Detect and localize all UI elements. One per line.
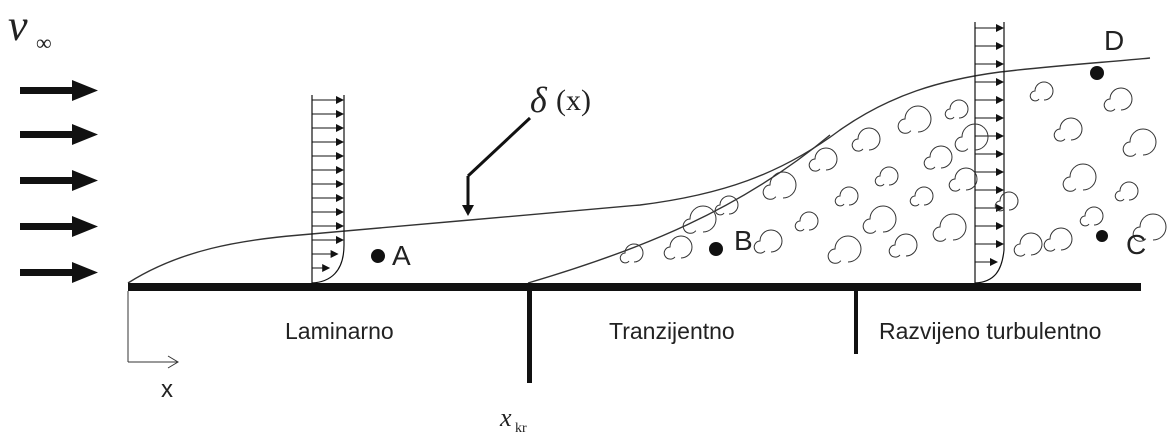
arrow-right-icon xyxy=(20,124,98,145)
region-label-laminar: Laminarno xyxy=(285,318,394,344)
free-stream-velocity-label: v xyxy=(8,1,28,50)
profile-arrow-head xyxy=(336,166,344,174)
profile-arrow-head xyxy=(336,124,344,132)
eddy-swirl-icon xyxy=(932,213,967,242)
profile-arrow-head xyxy=(996,132,1004,140)
delta-pointer xyxy=(462,116,532,216)
x-critical-label: x xyxy=(499,403,512,432)
eddy-swirl-icon xyxy=(753,229,783,254)
eddy-swirl-icon xyxy=(794,211,819,232)
free-stream-velocity-subscript: ∞ xyxy=(36,30,52,55)
eddy-swirl-icon xyxy=(851,127,881,152)
eddy-swirl-icon xyxy=(1062,163,1097,192)
profile-arrow-head xyxy=(322,264,331,272)
profile-arrow-head xyxy=(996,24,1004,32)
free-stream-arrows xyxy=(20,80,98,283)
region-label-turbulent: Razvijeno turbulentno xyxy=(879,318,1101,344)
arrow-right-icon xyxy=(20,170,98,191)
eddy-swirl-icon xyxy=(619,243,644,264)
eddy-swirl-icon xyxy=(994,191,1019,212)
x-axis-label: x xyxy=(161,376,173,403)
eddy-swirl-icon xyxy=(808,147,838,172)
delta-label-arg: (x) xyxy=(556,84,591,117)
eddy-swirl-icon xyxy=(874,166,899,187)
profile-arrow-head xyxy=(336,138,344,146)
profile-arrow-head xyxy=(996,186,1004,194)
eddy-swirl-icon xyxy=(862,205,897,234)
eddy-swirl-icon xyxy=(827,235,862,264)
eddy-swirl-icon xyxy=(762,171,797,200)
eddy-swirl-icon xyxy=(834,186,859,207)
transition-boundary-curve xyxy=(527,134,831,284)
profile-arrow-head xyxy=(996,150,1004,158)
eddy-swirl-icon xyxy=(888,233,918,258)
turbulent-eddies xyxy=(619,81,1167,264)
eddy-swirl-icon xyxy=(1132,213,1167,242)
eddy-swirl-icon xyxy=(1029,81,1054,102)
laminar-velocity-profile xyxy=(311,95,345,284)
x-critical-subscript: kr xyxy=(515,421,527,436)
eddy-swirl-icon xyxy=(897,105,932,134)
eddy-swirl-icon xyxy=(1079,206,1104,227)
turbulent-divider xyxy=(854,287,858,354)
eddy-swirl-icon xyxy=(1043,227,1073,252)
critical-divider xyxy=(527,287,532,383)
turbulent-velocity-profile xyxy=(974,22,1005,284)
profile-arrow-head xyxy=(330,250,339,258)
point-a-label: A xyxy=(392,240,411,271)
profile-arrow-head xyxy=(996,240,1004,248)
profile-arrow-head xyxy=(996,222,1004,230)
profile-arrow-head xyxy=(996,168,1004,176)
point-d-marker xyxy=(1090,66,1104,80)
boundary-layer-curve xyxy=(127,57,1151,284)
eddy-swirl-icon xyxy=(714,195,739,216)
profile-arrow-head xyxy=(990,258,998,266)
eddy-swirl-icon xyxy=(1122,128,1157,157)
point-c-label: C xyxy=(1126,229,1146,260)
profile-arrow-head xyxy=(996,114,1004,122)
eddy-swirl-icon xyxy=(1013,232,1043,257)
eddy-swirl-icon xyxy=(1103,87,1133,112)
profile-arrow-head xyxy=(996,78,1004,86)
profile-arrow-head xyxy=(336,180,344,188)
arrow-right-icon xyxy=(20,80,98,101)
eddy-swirl-icon xyxy=(1053,117,1083,142)
profile-arrow-head xyxy=(336,110,344,118)
profile-arrow-head xyxy=(336,222,344,230)
profile-arrow-head xyxy=(336,208,344,216)
profile-arrow-head xyxy=(336,236,344,244)
profile-arrow-head xyxy=(336,152,344,160)
point-a-marker xyxy=(371,249,385,263)
eddy-swirl-icon xyxy=(909,186,934,207)
profile-arrow-head xyxy=(336,194,344,202)
profile-arrow-head xyxy=(996,60,1004,68)
flat-plate xyxy=(128,283,1141,291)
arrow-right-icon xyxy=(20,216,98,237)
point-b-label: B xyxy=(734,225,753,256)
eddy-swirl-icon xyxy=(923,145,953,170)
eddy-swirl-icon xyxy=(1114,181,1139,202)
region-label-transition: Tranzijentno xyxy=(609,318,735,344)
eddy-swirl-icon xyxy=(944,99,969,120)
point-c-marker xyxy=(1096,230,1108,242)
profile-arrow-head xyxy=(996,42,1004,50)
profile-arrow-head xyxy=(996,96,1004,104)
delta-label: δ xyxy=(530,80,548,120)
point-b-marker xyxy=(709,242,723,256)
eddy-swirl-icon xyxy=(682,205,717,234)
x-axis-indicator xyxy=(127,291,179,369)
eddy-swirl-icon xyxy=(948,167,978,192)
eddy-swirl-icon xyxy=(663,235,693,260)
point-d-label: D xyxy=(1104,25,1124,56)
profile-arrow-head xyxy=(336,96,344,104)
arrow-right-icon xyxy=(20,262,98,283)
eddy-swirl-icon xyxy=(954,123,989,152)
